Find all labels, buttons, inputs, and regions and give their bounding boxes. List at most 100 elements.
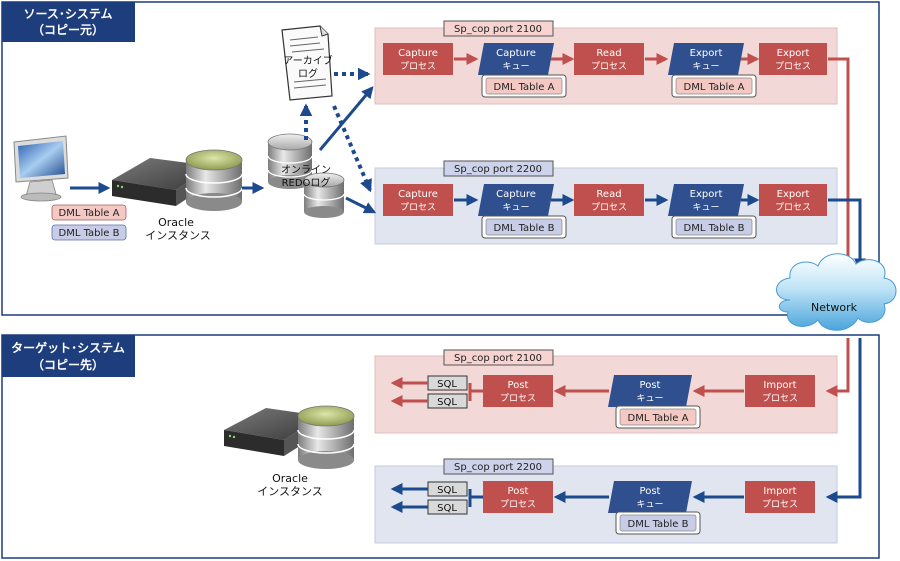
monitor-icon bbox=[13, 135, 69, 202]
table-b-legend: DML Table B bbox=[51, 224, 127, 241]
svg-text:DML Table A: DML Table A bbox=[494, 82, 555, 93]
svg-text:プロセス: プロセス bbox=[775, 61, 811, 72]
source-port-2100-label-box bbox=[443, 20, 554, 37]
svg-text:Post: Post bbox=[508, 380, 529, 391]
target-2100-sql-1: SQL bbox=[427, 375, 468, 391]
network-label: Network bbox=[811, 301, 858, 314]
network-to-import-2200-arrow bbox=[825, 338, 862, 503]
svg-text:Export: Export bbox=[777, 48, 810, 59]
svg-text:キュー: キュー bbox=[636, 394, 663, 404]
target-2200-post-process: Post プロセス bbox=[483, 481, 553, 513]
source-port-2200-label-box bbox=[443, 160, 554, 177]
svg-text:DML Table A: DML Table A bbox=[59, 208, 120, 219]
target-2200-post-queue: Post キュー bbox=[608, 481, 692, 513]
svg-text:Read: Read bbox=[596, 189, 621, 200]
source-oracle-label: Oracle bbox=[158, 216, 194, 229]
source-2200-table-b-badge: DML Table B bbox=[481, 215, 567, 239]
svg-text:Post: Post bbox=[640, 380, 661, 391]
source-2100-capture-process: Capture プロセス bbox=[383, 43, 453, 75]
svg-text:SQL: SQL bbox=[437, 503, 457, 514]
svg-text:キュー: キュー bbox=[502, 62, 529, 72]
source-2200-export-table-b-badge: DML Table B bbox=[671, 215, 757, 239]
network-cloud: Network bbox=[776, 253, 897, 331]
network-to-import-2100-arrow bbox=[825, 338, 850, 397]
svg-text:プロセス: プロセス bbox=[500, 499, 536, 510]
svg-text:DML Table A: DML Table A bbox=[684, 82, 745, 93]
source-system-title: ソース･システム bbox=[23, 7, 112, 21]
svg-text:プロセス: プロセス bbox=[762, 393, 798, 404]
svg-text:DML Table B: DML Table B bbox=[628, 519, 689, 530]
log-flow-dotted-arrows bbox=[299, 67, 372, 193]
source-instance-label: インスタンス bbox=[145, 229, 211, 242]
svg-text:プロセス: プロセス bbox=[500, 393, 536, 404]
svg-text:Post: Post bbox=[508, 486, 529, 497]
target-instance-label: インスタンス bbox=[257, 485, 323, 498]
online-redo-log-icon bbox=[267, 133, 345, 218]
svg-text:プロセス: プロセス bbox=[400, 61, 436, 72]
svg-text:DML Table B: DML Table B bbox=[59, 228, 120, 239]
svg-text:Export: Export bbox=[690, 189, 723, 200]
target-system-title: ターゲット･システム bbox=[11, 340, 125, 355]
svg-text:プロセス: プロセス bbox=[400, 202, 436, 213]
svg-text:キュー: キュー bbox=[692, 203, 719, 213]
target-2200-sql-2: SQL bbox=[427, 499, 468, 515]
archive-log-label-2: ログ bbox=[298, 67, 318, 80]
source-system-subtitle: （コピー元） bbox=[32, 22, 104, 37]
source-2100-export-process: Export プロセス bbox=[759, 43, 827, 75]
svg-text:Capture: Capture bbox=[398, 48, 438, 59]
target-system-subtitle: （コピー先） bbox=[32, 357, 104, 372]
table-a-legend: DML Table A bbox=[51, 204, 127, 221]
svg-text:プロセス: プロセス bbox=[762, 499, 798, 510]
target-port-2200-label: Sp_cop port 2200 bbox=[454, 462, 542, 473]
svg-text:プロセス: プロセス bbox=[775, 202, 811, 213]
svg-text:Export: Export bbox=[690, 48, 723, 59]
target-2200-arrows bbox=[390, 483, 744, 513]
target-port-2100-label: Sp_cop port 2100 bbox=[454, 353, 542, 364]
source-2200-capture-queue: Capture キュー bbox=[478, 184, 554, 216]
target-oracle-label: Oracle bbox=[272, 472, 308, 485]
target-2100-import-process: Import プロセス bbox=[745, 375, 815, 407]
export-2100-to-network-arrow bbox=[828, 57, 854, 271]
archive-log-document-icon bbox=[281, 25, 333, 101]
target-port-2100-label-box bbox=[443, 349, 554, 366]
svg-text:プロセス: プロセス bbox=[591, 202, 627, 213]
target-2200-import-process: Import プロセス bbox=[745, 481, 815, 513]
svg-text:Import: Import bbox=[763, 380, 796, 391]
source-2100-export-queue: Export キュー bbox=[668, 43, 744, 75]
svg-text:Capture: Capture bbox=[496, 189, 536, 200]
online-redo-label-1: オンライン bbox=[281, 164, 331, 176]
export-2200-to-network-arrow bbox=[828, 198, 866, 271]
source-port-2200-label: Sp_cop port 2200 bbox=[454, 164, 542, 175]
redo-to-capture-arrows bbox=[318, 86, 377, 214]
archive-log-label-1: アーカイブ bbox=[283, 54, 332, 67]
svg-text:DML Table A: DML Table A bbox=[628, 413, 689, 424]
source-port-2100-label: Sp_cop port 2100 bbox=[454, 24, 542, 35]
target-2100-post-process: Post プロセス bbox=[483, 375, 553, 407]
source-2100-read-process: Read プロセス bbox=[574, 43, 644, 75]
target-2100-sql-2: SQL bbox=[427, 393, 468, 409]
svg-text:Read: Read bbox=[596, 48, 621, 59]
svg-text:Capture: Capture bbox=[496, 48, 536, 59]
source-2200-capture-process: Capture プロセス bbox=[383, 184, 453, 216]
target-2200-sql-1: SQL bbox=[427, 481, 468, 497]
target-2100-arrows bbox=[390, 377, 744, 407]
source-2100-table-a-badge: DML Table A bbox=[481, 74, 567, 98]
source-2100-export-table-a-badge: DML Table A bbox=[671, 74, 757, 98]
target-2100-post-queue: Post キュー bbox=[608, 375, 692, 407]
svg-text:Export: Export bbox=[777, 189, 810, 200]
source-2100-capture-queue: Capture キュー bbox=[478, 43, 554, 75]
svg-text:DML Table B: DML Table B bbox=[684, 223, 745, 234]
svg-text:キュー: キュー bbox=[502, 203, 529, 213]
source-2200-read-process: Read プロセス bbox=[574, 184, 644, 216]
svg-text:キュー: キュー bbox=[636, 500, 663, 510]
target-2200-table-b-badge: DML Table B bbox=[615, 511, 701, 535]
source-database-icon bbox=[185, 149, 243, 211]
svg-text:Post: Post bbox=[640, 486, 661, 497]
svg-text:SQL: SQL bbox=[437, 485, 457, 496]
source-2200-export-queue: Export キュー bbox=[668, 184, 744, 216]
target-port-2200-label-box bbox=[443, 458, 554, 475]
target-system-title-bg bbox=[2, 335, 135, 377]
svg-text:Import: Import bbox=[763, 486, 796, 497]
svg-text:プロセス: プロセス bbox=[591, 61, 627, 72]
